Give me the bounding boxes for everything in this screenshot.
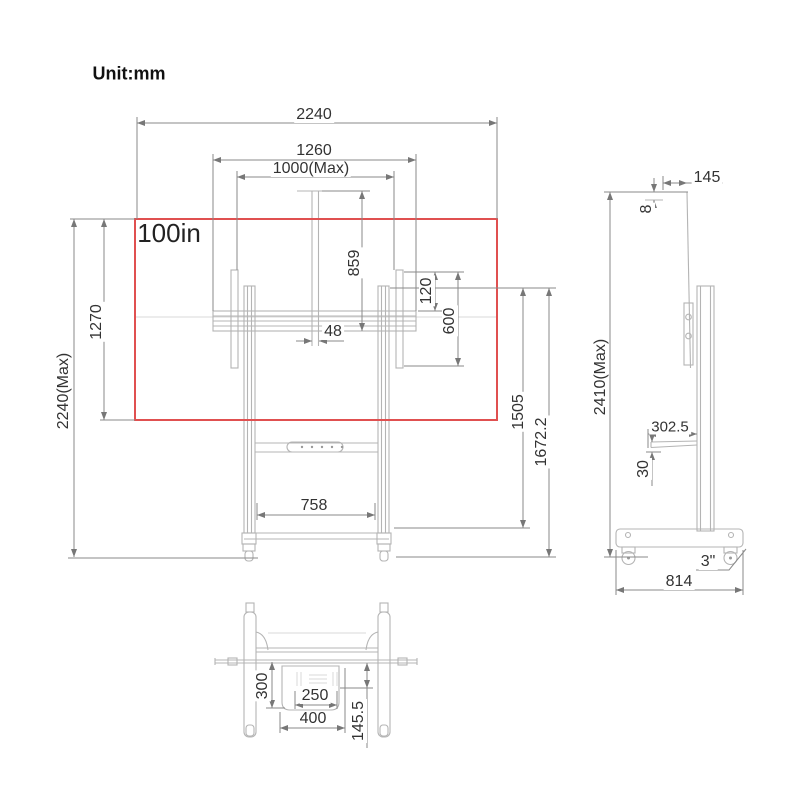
side-dimension-lines [604,176,747,595]
bottom-view [214,602,418,748]
dim-label-crossbar-width: 1260 [294,142,334,159]
dim-label-plate-top-offset: 120 [418,275,435,307]
dim-label-mount-width-max: 1000(Max) [270,160,352,177]
dim-label-shelf-depth: 302.5 [649,418,691,436]
screen-size-label: 100in [137,218,201,248]
dim-label-panel-thickness: 8 [638,202,655,216]
dim-label-pole-offset: 48 [322,323,344,340]
dim-label-mount-height: 600 [441,305,458,337]
caster-side-left [621,550,636,566]
dim-label-overall-width: 2240 [294,106,334,123]
dim-label-shelf-thickness: 30 [635,458,652,480]
bottom-product-outline [214,602,418,738]
front-view [68,117,556,562]
front-product-outline [135,190,497,562]
dim-label-column-top-height: 1505 [510,392,527,432]
dim-label-column-top-floor-height: 1672.2 [533,415,550,469]
dim-label-tray-width: 400 [297,710,329,727]
dim-label-overall-height-max: 2240(Max) [55,350,72,432]
dim-label-screen-height: 1270 [88,302,105,342]
dim-label-tray-depth: 300 [254,670,271,702]
caster-front-left [244,550,254,562]
caster-side-right [723,550,738,566]
dim-label-base-depth: 814 [663,573,695,590]
dim-label-hole-width: 250 [299,687,331,704]
dim-label-depth-offset: 145 [691,169,723,186]
unit-label: Unit:mm [92,63,166,84]
screen-outline-box [134,218,498,421]
side-product-outline [615,192,744,566]
side-view [604,176,747,595]
dim-label-caster-size: 3" [698,553,718,570]
dim-label-side-overall-height-max: 2410(Max) [592,336,609,418]
caster-front-right [379,550,389,562]
tray-outline [281,665,340,711]
dim-label-pole-to-crossbar: 859 [346,247,363,279]
dim-label-tray-offset: 145.5 [350,698,367,744]
bottom-dimension-lines [266,662,373,748]
dim-label-shelf-width: 758 [298,497,330,514]
